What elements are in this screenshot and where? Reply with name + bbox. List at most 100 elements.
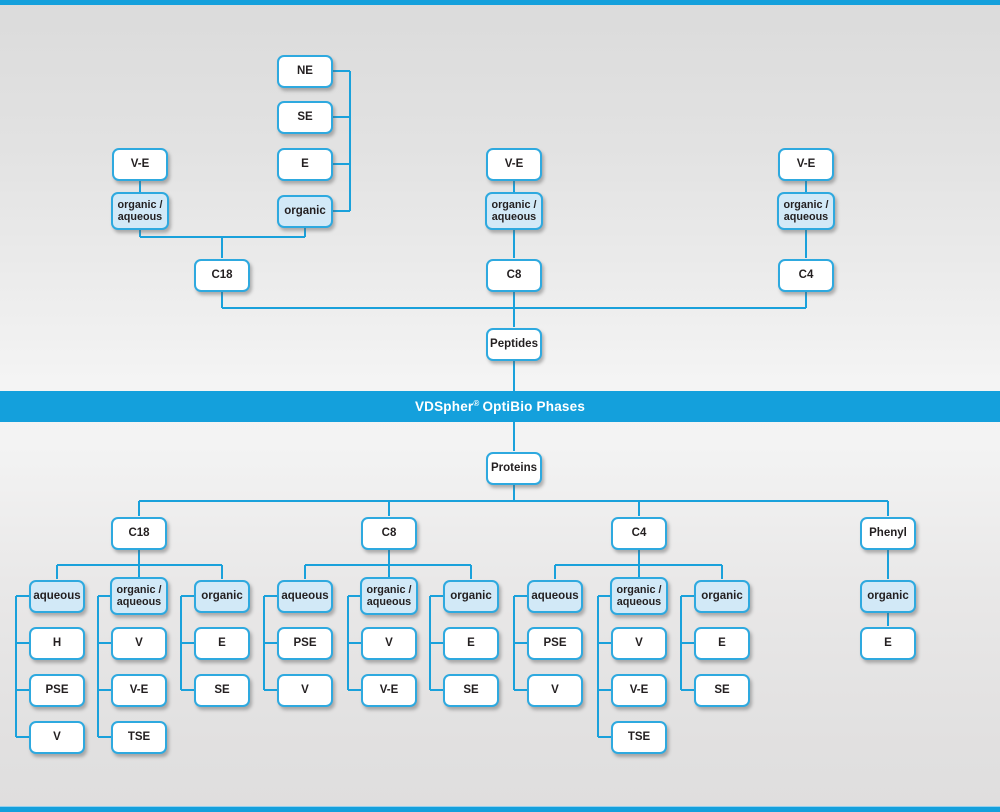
box-label: V bbox=[551, 683, 559, 696]
box-label: aqueous bbox=[116, 596, 162, 608]
box-c4t: C4 bbox=[778, 258, 834, 292]
box-label: aqueous bbox=[616, 596, 662, 608]
box-label: organic / bbox=[366, 583, 412, 596]
box-peptides: Peptides bbox=[486, 327, 542, 361]
box-c4aq1: PSE bbox=[527, 626, 583, 660]
bottom-accent-bar bbox=[0, 806, 1000, 812]
box-c18: C18 bbox=[111, 516, 167, 550]
box-c4aq: aqueous bbox=[527, 579, 583, 613]
box-label: C18 bbox=[128, 526, 150, 539]
box-c18oa1: V bbox=[111, 626, 167, 660]
box-label: TSE bbox=[627, 730, 651, 743]
box-label: Phenyl bbox=[869, 526, 907, 539]
box-c18org2: SE bbox=[194, 673, 250, 707]
box-label: organic / bbox=[616, 583, 662, 596]
box-c8aq1: PSE bbox=[277, 626, 333, 660]
box-e0: E bbox=[277, 147, 333, 181]
box-label: NE bbox=[297, 64, 313, 77]
box-c4: C4 bbox=[611, 516, 667, 550]
box-label: organic / bbox=[116, 583, 162, 596]
box-label: V-E bbox=[129, 683, 149, 696]
box-proteins: Proteins bbox=[486, 451, 542, 485]
box-c8oa: organic /aqueous bbox=[360, 577, 418, 615]
box-c4org: organic bbox=[694, 579, 750, 613]
box-label: E bbox=[718, 636, 726, 649]
box-label: TSE bbox=[127, 730, 151, 743]
box-org0: organic bbox=[277, 194, 333, 228]
box-label: V bbox=[635, 636, 643, 649]
box-label: aqueous bbox=[531, 589, 579, 602]
box-ne: NE bbox=[277, 54, 333, 88]
box-c18aq: aqueous bbox=[29, 579, 85, 613]
top-accent-bar bbox=[0, 0, 1000, 5]
box-label: V-E bbox=[629, 683, 649, 696]
box-c4oa3: TSE bbox=[611, 720, 667, 754]
box-c8aq: aqueous bbox=[277, 579, 333, 613]
box-c4org2: SE bbox=[694, 673, 750, 707]
box-c8t: C8 bbox=[486, 258, 542, 292]
banner: VDSpher®OptiBio Phases bbox=[0, 391, 1000, 422]
box-label: C4 bbox=[631, 526, 647, 539]
box-label: aqueous bbox=[117, 211, 163, 223]
box-phenyl: Phenyl bbox=[860, 516, 916, 550]
box-label: aqueous bbox=[33, 589, 81, 602]
box-c8oa2: V-E bbox=[361, 673, 417, 707]
box-c8: C8 bbox=[361, 516, 417, 550]
box-label: E bbox=[301, 157, 309, 170]
box-oaL: organic /aqueous bbox=[111, 192, 169, 230]
box-label: V bbox=[135, 636, 143, 649]
box-label: organic bbox=[867, 589, 909, 602]
box-label: V bbox=[301, 683, 309, 696]
box-label: organic bbox=[450, 589, 492, 602]
box-label: SE bbox=[714, 683, 730, 696]
box-label: V-E bbox=[130, 157, 150, 170]
box-label: aqueous bbox=[491, 211, 537, 223]
box-c18org: organic bbox=[194, 579, 250, 613]
box-c18oa3: TSE bbox=[111, 720, 167, 754]
box-veL: V-E bbox=[112, 147, 168, 181]
box-label: organic bbox=[701, 589, 743, 602]
box-label: C8 bbox=[506, 268, 522, 281]
box-c18aq3: V bbox=[29, 720, 85, 754]
box-label: H bbox=[52, 636, 62, 649]
box-c18aq2: PSE bbox=[29, 673, 85, 707]
box-label: E bbox=[884, 636, 892, 649]
box-se: SE bbox=[277, 100, 333, 134]
box-veM: V-E bbox=[486, 147, 542, 181]
box-label: organic / bbox=[117, 198, 163, 211]
box-label: C8 bbox=[381, 526, 397, 539]
box-oaR: organic /aqueous bbox=[777, 192, 835, 230]
box-label: PSE bbox=[293, 636, 317, 649]
banner-title: VDSpher®OptiBio Phases bbox=[414, 398, 586, 414]
box-label: organic / bbox=[491, 198, 537, 211]
box-label: Peptides bbox=[490, 337, 538, 350]
box-c4org1: E bbox=[694, 626, 750, 660]
box-label: organic / bbox=[783, 198, 829, 211]
box-c8oa1: V bbox=[361, 626, 417, 660]
box-label: V-E bbox=[504, 157, 524, 170]
box-c4aq2: V bbox=[527, 673, 583, 707]
box-label: SE bbox=[214, 683, 230, 696]
box-c18oa: organic /aqueous bbox=[110, 577, 168, 615]
box-c18aq1: H bbox=[29, 626, 85, 660]
box-label: aqueous bbox=[783, 211, 829, 223]
box-label: organic bbox=[284, 204, 326, 217]
box-c4oa: organic /aqueous bbox=[610, 577, 668, 615]
box-label: V bbox=[385, 636, 393, 649]
box-label: E bbox=[218, 636, 226, 649]
box-c18org1: E bbox=[194, 626, 250, 660]
box-label: aqueous bbox=[366, 596, 412, 608]
box-c8aq2: V bbox=[277, 673, 333, 707]
box-oaM: organic /aqueous bbox=[485, 192, 543, 230]
box-label: PSE bbox=[543, 636, 567, 649]
box-label: C4 bbox=[798, 268, 814, 281]
box-veR: V-E bbox=[778, 147, 834, 181]
box-c8org1: E bbox=[443, 626, 499, 660]
box-label: SE bbox=[463, 683, 479, 696]
box-c18t: C18 bbox=[194, 258, 250, 292]
box-phorg: organic bbox=[860, 579, 916, 613]
box-c8org: organic bbox=[443, 579, 499, 613]
box-c4oa2: V-E bbox=[611, 673, 667, 707]
